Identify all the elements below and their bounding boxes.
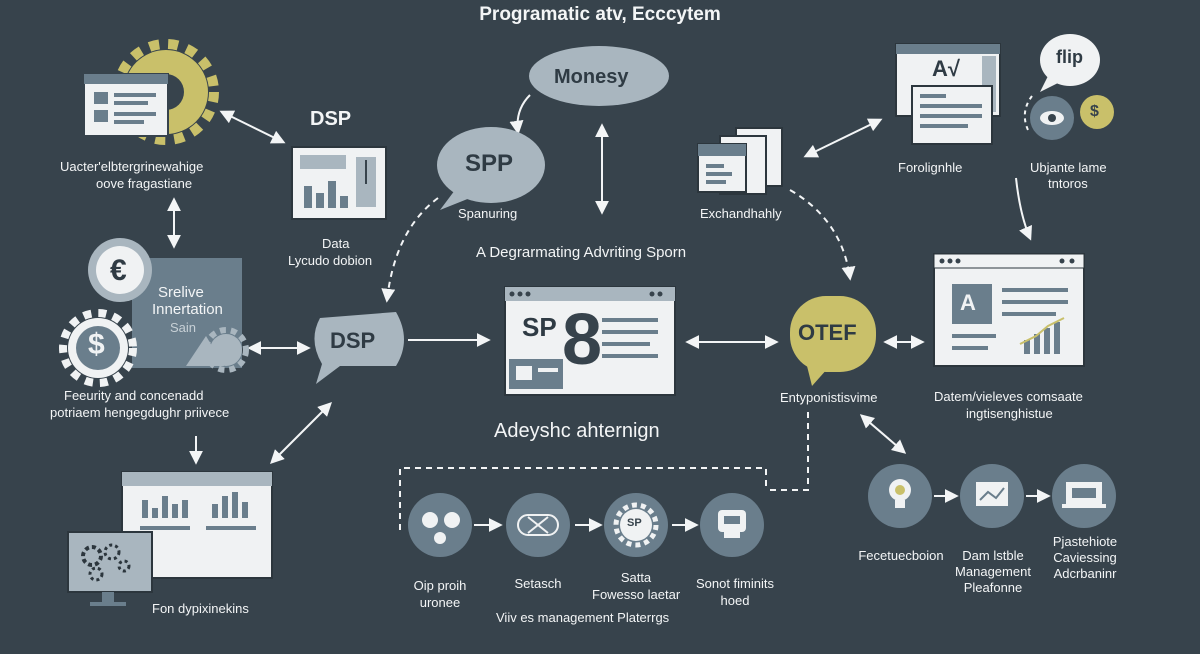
data-label: Data [322,236,350,251]
right-flow-label-2b: Management [955,564,1031,579]
srelive-label-line-2: Innertation [152,301,223,318]
flip-bubble [1040,34,1100,92]
right-flow-node-1-icon [868,464,932,528]
curl-arrow-icon [1023,95,1033,131]
bottom-flow-node-2-icon [506,493,570,557]
ad-document-icon [895,43,1001,145]
right-flow-node-3-icon [1052,464,1116,528]
eye-icon [1030,96,1074,140]
dsp-center-bubble [314,312,404,384]
entyponistive-label: Entyponistisvime [780,390,878,405]
a-screen-label: A [960,290,976,315]
right-flow-label-1a: Fecetuecboion [858,548,944,563]
bottom-flow-node-3-icon [604,493,668,557]
arrow-otef-to-right-flow [859,414,907,454]
otef-label: OTEF [798,320,857,345]
arrow-ubjante-to-datem [1015,177,1032,241]
analytics-screen [933,253,1085,367]
eight-glyph: 8 [562,300,603,380]
security-label-line-2: potriaem hengegdughr priivece [50,405,230,420]
sp-screen-label: SP [522,312,557,342]
fon-label: Fon dypixinekins [152,601,249,616]
gold-coin-icon [1080,95,1114,129]
bottom-flow-label-2a: Setasch [514,576,562,591]
bottom-flow-label-4b: hoed [720,593,750,608]
dsp-center-label: DSP [330,328,376,353]
srelive-label-line-1: Srelive [158,284,204,301]
page-title: Programatic atv, Ecccytem [479,4,721,25]
euro-coin-icon [88,238,152,302]
arrow-monesy-to-spp [509,94,531,135]
sp-gear-label: SP [627,517,642,529]
security-label-line-1: Feeurity and concenadd [64,388,204,403]
bottom-flow [408,493,764,557]
dashed-spp-to-dsp [381,197,439,303]
arrow-dsp-to-bottom-screen [270,402,332,464]
dashed-connectors [381,189,856,530]
dollar-gear-icon [59,309,137,387]
ubjante-label-line-1: Ubjante lame [1030,160,1107,175]
av-label: A√ [932,56,960,81]
right-flow-node-2-icon [960,464,1024,528]
flip-label: flip [1056,47,1083,67]
dashed-bottom-bracket [399,467,767,530]
dashed-otef-to-bottom [766,412,809,491]
lycudo-label: Lycudo dobion [288,253,373,268]
triangle-shape [186,336,224,366]
spp-label: SPP [465,150,514,177]
bottom-flow-label-1a: Oip proih [413,578,467,593]
monitor-gears-icon [67,531,153,606]
forolig-label: Forolignhle [898,160,963,175]
right-flow [868,464,1116,528]
dsp-top-label: DSP [310,108,352,130]
monesy-label: Monesy [554,66,629,88]
right-flow-label-2c: Pleafonne [963,580,1023,595]
sp-browser-screen [504,286,676,396]
uacter-label-line-1: Uacter'elbtergrinewahige [60,159,204,174]
arrow-top-left-to-dsp [219,110,286,144]
srelive-label-line-3: Sain [170,320,197,335]
connectors [167,94,1051,532]
arrow-exch-to-forolig [803,118,883,158]
right-flow-label-3b: Caviessing [1053,550,1117,565]
bottom-flow-node-4-icon [700,493,764,557]
right-flow-label-3c: Adcrbaninr [1053,566,1117,581]
right-flow-label-3a: Pjastehiote [1052,534,1118,549]
datem-label-line-1: Datem/vieleves comsaate [934,389,1083,404]
adeyshc-label: Adeyshc ahternign [494,420,660,442]
ubjante-label-line-2: tntoros [1048,176,1088,191]
otef-bubble [790,296,876,386]
bottom-flow-label-3a: Satta [620,570,652,585]
dollar-icon: $ [88,328,105,361]
bottom-flow-caption: Viiv es management Platerrgs [496,610,670,625]
bottom-flow-label-4a: Sonot fiminits [695,576,775,591]
browser-window-icon [83,73,169,137]
gold-dollar-icon: $ [1090,103,1099,120]
exchand-label: Exchandhahly [700,206,782,221]
dsp-report-icon [291,146,387,220]
monesy-bubble [529,46,669,106]
exchange-documents-icon [697,127,783,195]
datem-label-line-2: ingtisenghistue [966,406,1053,421]
bottom-flow-label-3b: Fowesso laetar [592,587,681,602]
dashed-exch-to-otef [789,189,856,281]
spanuring-label: Spanuring [458,206,518,221]
program-label: A Degrarmating Advriting Sporn [476,244,687,261]
euro-icon: € [110,254,127,287]
uacter-label-line-2: oove fragastiane [96,176,193,191]
right-flow-label-2a: Dam lstble [962,548,1024,563]
spp-bubble [437,127,545,210]
bottom-flow-label-1b: uronee [419,595,461,610]
bottom-flow-node-1-icon [408,493,472,557]
